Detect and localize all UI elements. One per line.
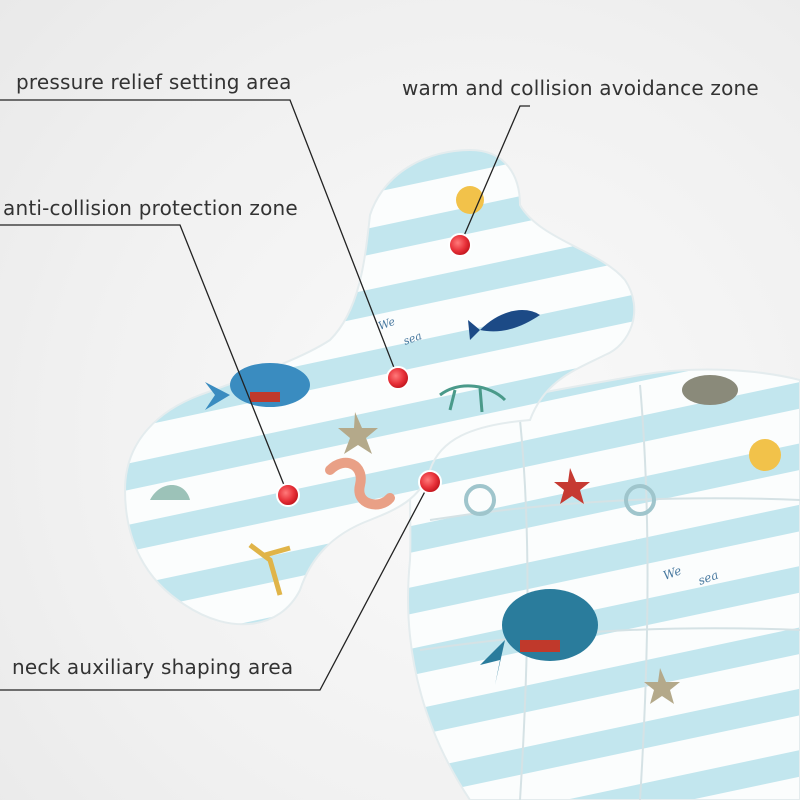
- body-pad: [407, 368, 800, 800]
- callout-neck-shaping: neck auxiliary shaping area: [12, 655, 294, 679]
- head-pillow: [123, 148, 636, 626]
- shell-motif-2: [624, 484, 656, 516]
- marker-warm: [448, 233, 472, 257]
- whale-motif-2: [480, 589, 598, 685]
- fabric-text-we-2: We: [661, 563, 683, 582]
- starfish-motif-2: [554, 468, 590, 504]
- whale-motif: [205, 363, 310, 410]
- fish-motif-2: [682, 375, 738, 405]
- coral-motif: [248, 543, 291, 596]
- scallop-motif: [150, 485, 190, 500]
- leader-line-pressure: [0, 99, 399, 379]
- leader-line-neck: [0, 481, 431, 691]
- leader-line-anti: [0, 224, 289, 496]
- leader-line-warm: [459, 105, 530, 246]
- starfish-motif-3: [644, 668, 680, 704]
- callout-pressure-relief: pressure relief setting area: [16, 70, 292, 94]
- zone-markers: [276, 233, 472, 507]
- shell-motif: [464, 484, 496, 516]
- seahorse-motif: [325, 457, 395, 510]
- seaweed-motif: [439, 384, 507, 413]
- marker-neck: [418, 470, 442, 494]
- callout-warm-collision: warm and collision avoidance zone: [402, 76, 759, 100]
- starfish-motif: [338, 412, 378, 454]
- callout-anti-collision: anti-collision protection zone: [3, 196, 298, 220]
- fabric-text-sea: sea: [402, 329, 424, 348]
- fabric-text-sea-2: sea: [696, 568, 720, 588]
- crab-motif-2: [749, 439, 781, 471]
- leader-lines: [0, 99, 530, 691]
- marker-pressure: [386, 366, 410, 390]
- fish-motif: [468, 310, 540, 340]
- fabric-text-we: We: [377, 315, 398, 333]
- marker-anti: [276, 483, 300, 507]
